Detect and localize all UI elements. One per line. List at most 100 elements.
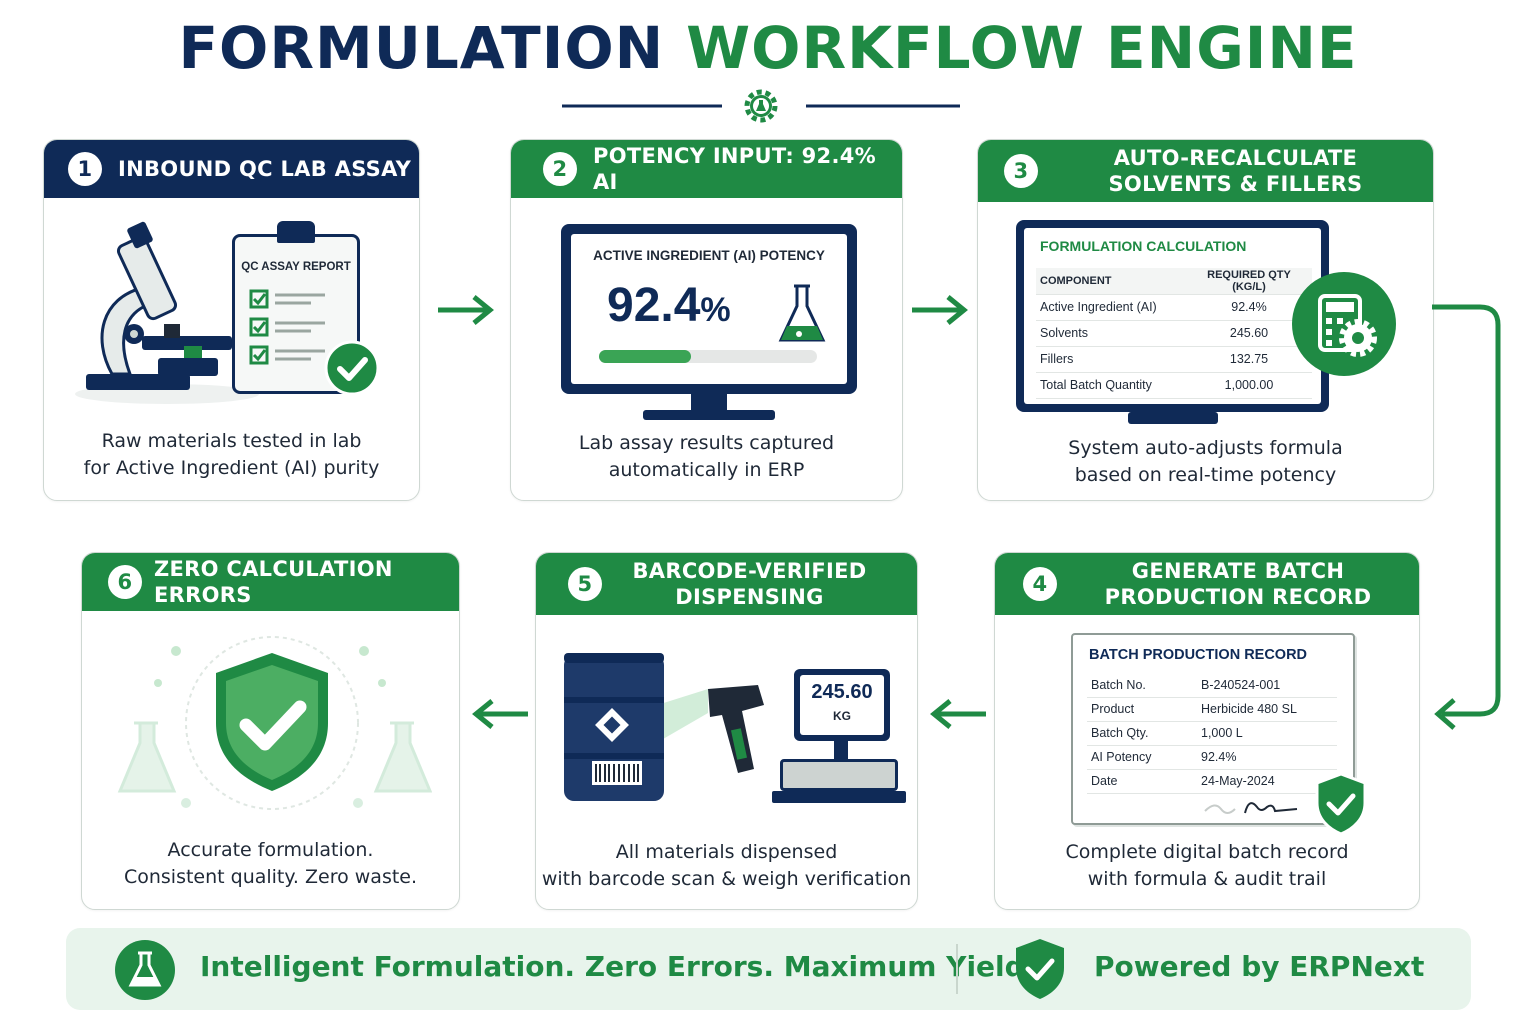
scale-display: 245.60 KG (800, 675, 884, 735)
footer-banner: Intelligent Formulation. Zero Errors. Ma… (66, 928, 1471, 1010)
footer-divider (956, 944, 958, 994)
step-3-card: 3 AUTO-RECALCULATE SOLVENTS & FILLERS FO… (977, 139, 1434, 501)
step-title: BARCODE-VERIFIED DISPENSING (602, 558, 897, 610)
title-part-2: WORKFLOW ENGINE (686, 14, 1358, 82)
calc-monitor: FORMULATION CALCULATION COMPONENT REQUIR… (1016, 220, 1329, 412)
step-title-line-2: PRODUCTION RECORD (1104, 585, 1372, 609)
record-label: Batch No. (1087, 673, 1197, 698)
drum-scanner-icon (564, 653, 764, 801)
step-1-header: 1 INBOUND QC LAB ASSAY (44, 140, 419, 198)
potency-value: 92.4% (607, 278, 731, 333)
scale-platform (780, 759, 898, 791)
step-title-line-2: DISPENSING (675, 585, 824, 609)
monitor: ACTIVE INGREDIENT (AI) POTENCY 92.4% (561, 224, 857, 394)
arrow-right-icon (438, 295, 494, 325)
step-6-card: 6 ZERO CALCULATION ERRORS Accurate formu… (81, 552, 460, 910)
calc-col-component: COMPONENT (1036, 268, 1186, 295)
calc-table: COMPONENT REQUIRED QTY (KG/L) Active Ing… (1036, 268, 1312, 399)
step-caption-line-1: All materials dispensed (615, 841, 838, 863)
calc-qty: 92.4% (1186, 294, 1312, 321)
shield-check-icon (117, 636, 432, 810)
calc-component: Total Batch Quantity (1036, 372, 1186, 399)
calc-col-qty: REQUIRED QTY (KG/L) (1186, 268, 1312, 295)
step-caption-line-1: Complete digital batch record (1065, 841, 1349, 863)
arrow-right-icon (912, 295, 968, 325)
step-caption-line-2: with barcode scan & weigh verification (541, 868, 912, 890)
connector-arrow-icon (1432, 304, 1501, 730)
shield-check-icon (1315, 772, 1367, 836)
step-caption-line-1: Lab assay results captured (578, 432, 835, 454)
step-2-card: 2 POTENCY INPUT: 92.4% AI ACTIVE INGREDI… (510, 139, 903, 501)
calc-component: Active Ingredient (AI) (1036, 294, 1186, 321)
scale-unit: KG (833, 709, 851, 723)
batch-record-document: BATCH PRODUCTION RECORD Batch No.B-24052… (1071, 633, 1355, 825)
footer-powered-by: Powered by ERPNext (1094, 950, 1425, 983)
step-caption-line-1: Accurate formulation. (167, 839, 374, 861)
record-label: Date (1087, 769, 1197, 794)
footer-tagline: Intelligent Formulation. Zero Errors. Ma… (200, 950, 1036, 983)
step-caption-line-2: Consistent quality. Zero waste. (123, 866, 418, 888)
table-row: Solvents 245.60 (1036, 320, 1312, 347)
calc-qty: 245.60 (1186, 320, 1312, 347)
report-label: QC ASSAY REPORT (241, 261, 351, 273)
step-caption-line-2: automatically in ERP (608, 459, 805, 481)
step-number: 2 (543, 152, 577, 186)
record-value: 92.4% (1197, 745, 1337, 770)
table-row: Fillers 132.75 (1036, 346, 1312, 373)
table-row: Batch No.B-240524-001 (1087, 673, 1337, 698)
step-number: 3 (1004, 154, 1038, 188)
record-value: B-240524-001 (1197, 673, 1337, 698)
step-title: AUTO-RECALCULATE SOLVENTS & FILLERS (1038, 145, 1433, 197)
step-caption-line-2: with formula & audit trail (1087, 868, 1327, 890)
potency-progress-fill (599, 350, 691, 363)
step-5-card: 5 BARCODE-VERIFIED DISPENSING 245.60 KG … (535, 552, 918, 910)
page-title: FORMULATION WORKFLOW ENGINE (0, 14, 1536, 82)
monitor-base (1128, 412, 1218, 424)
monitor-label: ACTIVE INGREDIENT (AI) POTENCY (593, 248, 825, 263)
check-badge-icon (324, 340, 380, 396)
step-4-card: 4 GENERATE BATCH PRODUCTION RECORD BATCH… (994, 552, 1420, 910)
calc-qty: 132.75 (1186, 346, 1312, 373)
shield-check-icon (1016, 939, 1064, 999)
step-number: 6 (108, 565, 142, 599)
calc-screen: FORMULATION CALCULATION COMPONENT REQUIR… (1024, 228, 1321, 404)
step-title-line-1: GENERATE BATCH (1131, 559, 1345, 583)
step-4-header: 4 GENERATE BATCH PRODUCTION RECORD (995, 553, 1419, 615)
calc-qty: 1,000.00 (1186, 372, 1312, 399)
step-5-header: 5 BARCODE-VERIFIED DISPENSING (536, 553, 917, 615)
step-title: POTENCY INPUT: 92.4% AI (593, 144, 876, 194)
potency-unit: % (700, 291, 731, 329)
table-row: Active Ingredient (AI) 92.4% (1036, 294, 1312, 321)
title-part-1: FORMULATION (178, 14, 665, 82)
flask-icon (115, 940, 175, 1000)
monitor-base (643, 410, 775, 420)
scale-base (772, 791, 906, 803)
monitor-screen: ACTIVE INGREDIENT (AI) POTENCY 92.4% (571, 234, 847, 384)
step-number: 5 (568, 567, 602, 601)
scale-value: 245.60 (811, 681, 873, 703)
calc-component: Fillers (1036, 346, 1186, 373)
step-title-line-2: SOLVENTS & FILLERS (1108, 172, 1363, 196)
checklist-icon (249, 289, 325, 365)
step-3-header: 3 AUTO-RECALCULATE SOLVENTS & FILLERS (978, 140, 1433, 202)
step-caption-line-2: based on real-time potency (1074, 464, 1337, 486)
title-divider (562, 89, 960, 123)
record-title: BATCH PRODUCTION RECORD (1089, 647, 1308, 663)
step-caption-line-2: for Active Ingredient (AI) purity (83, 457, 380, 479)
gear-flask-icon (744, 89, 778, 123)
weighing-scale: 245.60 KG (794, 669, 890, 741)
clipboard-clip (277, 221, 315, 243)
calculator-gear-icon (1292, 272, 1396, 376)
step-caption-line-1: System auto-adjusts formula (1068, 437, 1343, 459)
calc-component: Solvents (1036, 320, 1186, 347)
step-title-line-1: AUTO-RECALCULATE (1113, 146, 1358, 170)
scale-stem (834, 741, 848, 761)
potency-progress-track (599, 350, 817, 363)
table-row: Batch Qty.1,000 L (1087, 721, 1337, 746)
calc-title: FORMULATION CALCULATION (1040, 238, 1247, 254)
table-row: Total Batch Quantity 1,000.00 (1036, 372, 1312, 399)
step-title: GENERATE BATCH PRODUCTION RECORD (1057, 558, 1419, 610)
